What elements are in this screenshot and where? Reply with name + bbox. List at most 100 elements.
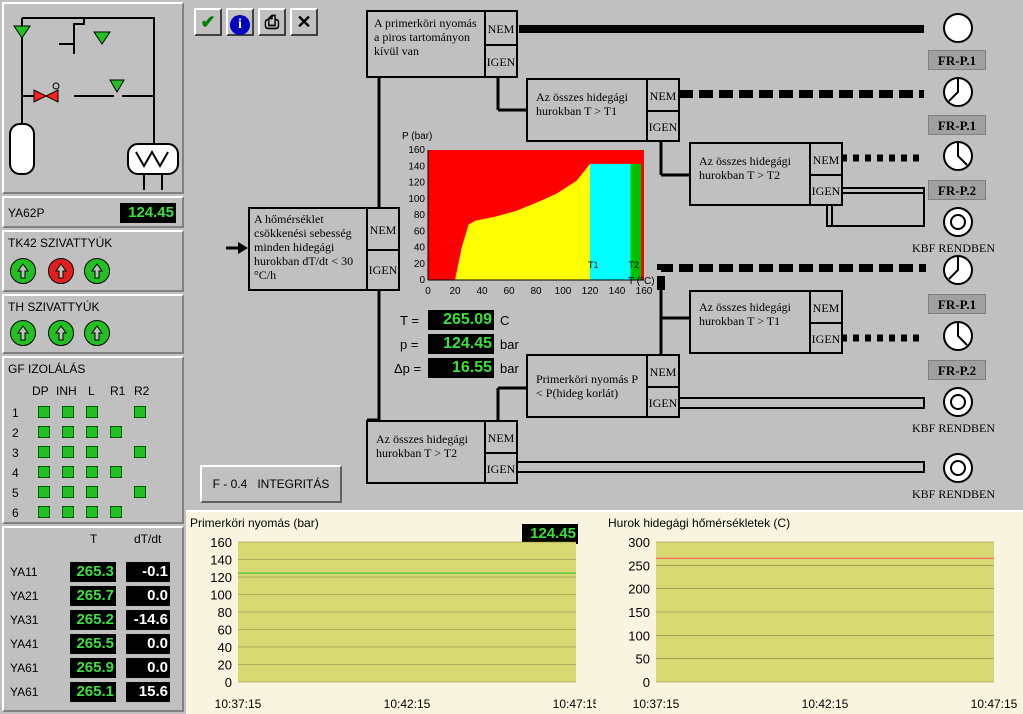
y-tick-label: 120 — [210, 570, 232, 585]
status-dial-icon[interactable] — [942, 140, 974, 172]
info-icon: i — [230, 15, 250, 35]
pump-icon[interactable] — [10, 320, 36, 346]
x-tick-label: 10:37:15 — [633, 697, 680, 711]
status-ok-icon[interactable] — [942, 452, 974, 484]
output-label: FR-P.1 — [928, 115, 986, 135]
temps-panel: T dT/dt YA11 265.3 -0.1 YA21 265.7 0.0 Y… — [2, 526, 184, 712]
y-tick-label: 100 — [408, 194, 425, 205]
gf-col: INH — [56, 384, 77, 398]
region-yellow — [455, 163, 590, 280]
schematic-panel — [2, 2, 184, 194]
region-red-edge — [641, 150, 644, 280]
condition-text: Az összes hidegági hurokban T > T2 — [376, 432, 468, 460]
gf-indicator — [38, 426, 50, 438]
valve-icon — [109, 79, 125, 93]
pressure-trend-value: 124.45 — [522, 524, 578, 544]
y-tick-label: 150 — [628, 605, 650, 620]
x-tick-label: 10:37:15 — [215, 697, 262, 711]
status-dial-icon[interactable] — [942, 12, 974, 44]
t-unit: C — [500, 313, 510, 328]
valve-icon — [33, 89, 48, 103]
y-tick-label: 100 — [210, 588, 232, 603]
temp-value: 265.9 — [70, 658, 116, 678]
gf-indicator — [62, 406, 74, 418]
gf-col: R1 — [110, 384, 126, 398]
pump-icon[interactable] — [48, 320, 74, 346]
status-ok-icon[interactable] — [942, 386, 974, 418]
temp-value: 265.2 — [70, 610, 116, 630]
valve-icon — [93, 31, 111, 45]
nem-output: NEM — [809, 292, 841, 324]
x-tick-label: 140 — [609, 286, 626, 297]
pump-icon[interactable] — [10, 258, 36, 284]
p-label: p = — [400, 337, 419, 352]
th-panel: TH SZIVATTYÚK — [2, 294, 184, 354]
valve-icon — [44, 89, 59, 103]
gf-indicator — [62, 426, 74, 438]
status-dial-icon[interactable] — [942, 254, 974, 286]
region-green — [630, 163, 642, 280]
y-tick-label: 0 — [419, 275, 425, 286]
y-tick-label: 40 — [218, 640, 232, 655]
igen-output: IGEN — [484, 454, 516, 484]
pump-icon[interactable] — [84, 320, 110, 346]
condition-text: A hőmérséklet csökkenési sebesség minden… — [254, 212, 354, 282]
pressure-trend-title: Primerköri nyomás (bar) — [190, 516, 319, 530]
temp-value: 265.1 — [70, 682, 116, 702]
gf-indicator — [38, 446, 50, 458]
temp-value: 265.3 — [70, 562, 116, 582]
y-axis-label: P (bar) — [402, 131, 432, 142]
t-value: 265.09 — [428, 310, 494, 330]
temp-name: YA61 — [10, 685, 39, 699]
condition-box-t1-b: Az összes hidegági hurokban T > T1 NEM I… — [689, 290, 843, 354]
condition-text: Az összes hidegági hurokban T > T2 — [699, 154, 791, 182]
y-tick-label: 60 — [218, 623, 232, 638]
nem-output: NEM — [646, 356, 678, 388]
output-label: KBF RENDBEN — [912, 421, 996, 435]
connector-lines — [226, 25, 926, 473]
print-button[interactable]: ⎙ — [258, 8, 286, 36]
piping-schematic — [9, 17, 179, 190]
igen-output: IGEN — [809, 176, 841, 206]
x-tick-label: 10:47:15 — [553, 697, 596, 711]
y-tick-label: 60 — [414, 226, 426, 237]
temp-value: 265.5 — [70, 634, 116, 654]
y-tick-label: 80 — [414, 210, 426, 221]
temp-rate: 0.0 — [126, 634, 170, 654]
temp-value: 265.7 — [70, 586, 116, 606]
gf-indicator — [86, 406, 98, 418]
x-tick-label: 0 — [425, 286, 431, 297]
condition-text: Az összes hidegági hurokban T > T1 — [536, 90, 628, 118]
status-dial-icon[interactable] — [942, 320, 974, 352]
y-tick-label: 20 — [414, 259, 426, 270]
integritas-button[interactable]: F - 0.4 INTEGRITÁS — [200, 465, 342, 503]
y-tick-label: 120 — [408, 178, 425, 189]
y-tick-label: 50 — [636, 652, 650, 667]
gf-row: 3 — [12, 446, 19, 460]
output-label: FR-P.1 — [928, 294, 986, 314]
y-tick-label: 20 — [218, 658, 232, 673]
condition-box-pressure: A primerköri nyomás a piros tartományon … — [366, 10, 518, 78]
dp-label: Δp = — [394, 361, 422, 376]
y-tick-label: 140 — [210, 553, 232, 568]
status-ok-icon[interactable] — [942, 206, 974, 238]
ok-button[interactable]: ✔ — [194, 8, 222, 36]
status-dial-icon[interactable] — [942, 76, 974, 108]
x-tick-label: 60 — [503, 286, 515, 297]
p-unit: bar — [500, 337, 519, 352]
pump-icon[interactable] — [48, 258, 74, 284]
region-cyan — [590, 163, 631, 280]
y-tick-label: 40 — [414, 243, 426, 254]
close-button[interactable]: ✕ — [290, 8, 318, 36]
condition-text: A primerköri nyomás a piros tartományon … — [374, 16, 477, 58]
condition-box-t1: Az összes hidegági hurokban T > T1 NEM I… — [526, 78, 680, 142]
info-button[interactable]: i — [226, 8, 254, 36]
pump-icon[interactable] — [84, 258, 110, 284]
condition-text: Primerköri nyomás P < P(hideg korlát) — [536, 372, 638, 400]
temperature-trend-title: Hurok hidegági hőmérsékletek (C) — [608, 516, 791, 530]
gf-row: 5 — [12, 486, 19, 500]
x-tick-label: 100 — [555, 286, 572, 297]
trend-panel: Primerköri nyomás (bar) 124.45 Hurok hid… — [186, 510, 1023, 714]
